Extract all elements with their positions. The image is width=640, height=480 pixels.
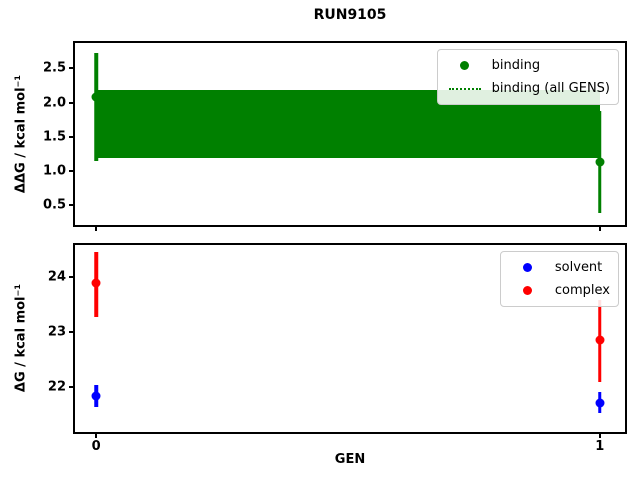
legend: solvent complex bbox=[499, 251, 619, 307]
x-tick-mark bbox=[598, 434, 601, 438]
x-tick-label: 1 bbox=[595, 439, 605, 454]
x-tick-mark bbox=[95, 227, 98, 231]
data-point bbox=[595, 157, 605, 167]
legend-dot-icon bbox=[509, 263, 547, 272]
legend-dot-icon bbox=[446, 61, 484, 70]
data-point bbox=[595, 335, 605, 345]
y-tick-mark bbox=[69, 386, 73, 389]
legend-label: binding (all GENS) bbox=[491, 81, 610, 96]
legend-dotted-line-icon bbox=[446, 87, 484, 90]
legend: binding binding (all GENS) bbox=[436, 49, 619, 105]
data-point bbox=[91, 92, 101, 102]
y-tick-label: 1.5 bbox=[42, 129, 66, 145]
dot-marker-glyph bbox=[523, 286, 533, 295]
y-tick-mark bbox=[69, 67, 73, 70]
y-tick-mark bbox=[69, 135, 73, 138]
legend-label: complex bbox=[554, 283, 610, 298]
dotted-line-glyph bbox=[448, 87, 481, 90]
y-tick-label: 24 bbox=[47, 269, 66, 285]
legend-item: binding (all GENS) bbox=[446, 77, 610, 100]
y-tick-label: 23 bbox=[47, 324, 66, 340]
y-tick-label: 2.0 bbox=[42, 95, 66, 111]
legend-label: solvent bbox=[554, 260, 603, 275]
y-tick-label: 0.5 bbox=[42, 197, 66, 213]
y-axis-label-top: ΔΔG / kcal mol⁻¹ bbox=[13, 74, 29, 194]
data-point bbox=[595, 398, 605, 408]
y-tick-label: 1.0 bbox=[42, 163, 66, 179]
legend-item: complex bbox=[509, 279, 610, 302]
y-tick-label: 22 bbox=[47, 379, 66, 395]
error-bar bbox=[94, 52, 98, 162]
bottom-plot-area: 22 23 24 0 1 solvent complex bbox=[48, 243, 627, 453]
x-tick-mark bbox=[598, 227, 601, 231]
legend-dot-icon bbox=[509, 286, 547, 295]
y-tick-mark bbox=[69, 101, 73, 104]
data-point bbox=[91, 391, 101, 401]
dot-marker-glyph bbox=[523, 263, 533, 272]
y-tick-mark bbox=[69, 204, 73, 207]
legend-label: binding bbox=[491, 58, 541, 73]
y-tick-mark bbox=[69, 276, 73, 279]
x-tick-label: 0 bbox=[91, 439, 101, 454]
y-tick-label: 2.5 bbox=[42, 60, 66, 76]
dot-marker-glyph bbox=[460, 61, 470, 70]
legend-item: solvent bbox=[509, 256, 610, 279]
x-tick-mark bbox=[95, 434, 98, 438]
y-axis-label-bottom: ΔG / kcal mol⁻¹ bbox=[13, 283, 29, 393]
y-tick-mark bbox=[69, 331, 73, 334]
data-point bbox=[91, 278, 101, 288]
x-axis-label: GEN bbox=[334, 452, 366, 467]
legend-item: binding bbox=[446, 54, 610, 77]
top-plot-area: 0.5 1.0 1.5 2.0 2.5 binding binding (all GENS) bbox=[43, 41, 627, 231]
chart-title: RUN9105 bbox=[313, 7, 387, 23]
y-tick-mark bbox=[69, 169, 73, 172]
